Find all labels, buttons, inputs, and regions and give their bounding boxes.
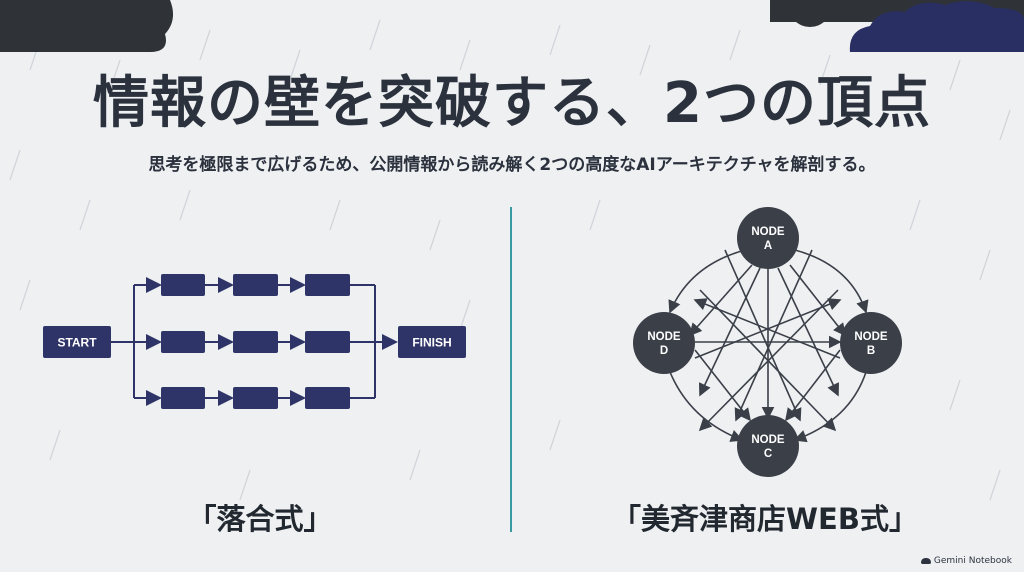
step-box [161,387,205,409]
finish-label: FINISH [412,336,451,350]
node-a-line1: NODE [751,226,785,238]
caption-ochiai: 「落合式」 [187,502,333,536]
node-d-line1: NODE [647,331,681,343]
step-box [161,331,205,353]
node-c-line2: C [764,448,772,460]
center-divider [510,207,512,532]
caption-misaizu-web: 「美斉津商店WEB式」 [612,502,918,536]
step-box [233,274,278,296]
node-c-line1: NODE [751,434,785,446]
step-box [305,387,350,409]
node-b-line2: B [867,345,875,357]
step-box [305,331,350,353]
cloud-icon [920,558,931,564]
step-box [161,274,205,296]
start-label: START [57,336,97,350]
step-box [233,387,278,409]
node-b [840,312,902,374]
brand-footer: Gemini Notebook [920,556,1012,566]
page-title: 情報の壁を突破する、2つの頂点 [93,71,931,136]
cloud-right [770,0,1024,53]
start-box [43,326,111,358]
node-d [633,312,695,374]
node-a-line2: A [764,240,772,252]
finish-box [398,326,466,358]
page-subtitle: 思考を極限まで広げるため、公開情報から読み解く2つの高度なAIアーキテクチャを解… [148,155,876,175]
node-a [737,207,799,269]
cloud-left [0,0,174,52]
step-box [305,274,350,296]
step-box [233,331,278,353]
node-c [737,415,799,477]
node-b-line1: NODE [854,331,888,343]
node-d-line2: D [660,345,668,357]
brand-label: Gemini Notebook [933,556,1012,566]
